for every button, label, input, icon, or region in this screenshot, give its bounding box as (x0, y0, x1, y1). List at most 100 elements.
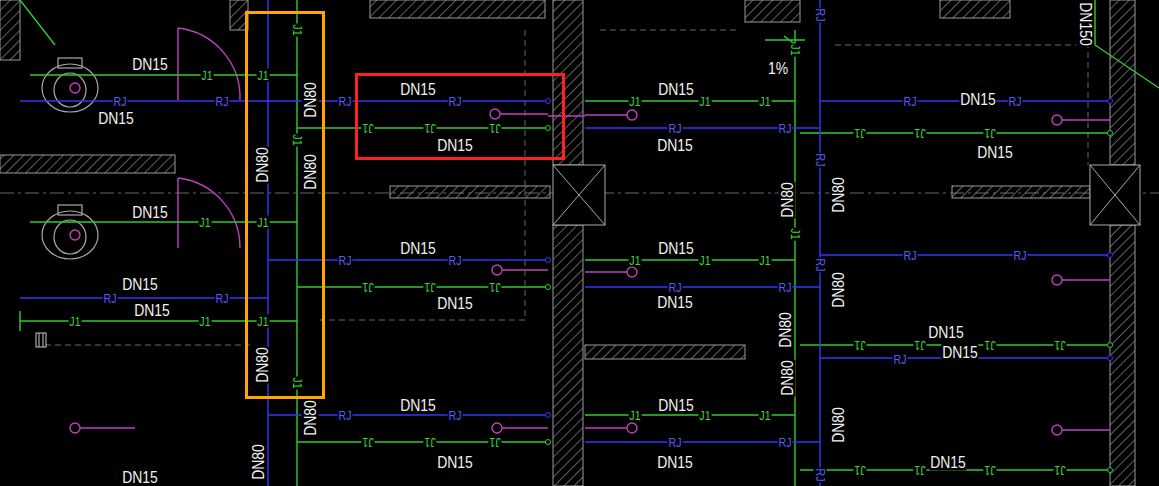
hot-water-tag: RJ (893, 353, 908, 366)
pipe-size: DN15 (959, 91, 996, 108)
cold-water-tag: J1 (291, 377, 304, 390)
cold-water-tag: J1 (424, 436, 437, 449)
cold-water-tag: J1 (984, 127, 997, 140)
pipe-size: DN80 (830, 406, 847, 443)
cold-water-tag: J1 (291, 24, 304, 37)
cold-water-tag: J1 (984, 339, 997, 352)
cold-water-pipe (20, 0, 1159, 486)
pipe-size: DN15 (131, 204, 168, 221)
pipe-size: DN15 (929, 454, 966, 471)
cold-water-tag: J1 (629, 254, 642, 267)
pipe-size: DN15 (941, 344, 978, 361)
pipe-size: DN80 (254, 346, 271, 383)
cold-water-tag: J1 (489, 122, 502, 135)
pipe-size: DN80 (302, 153, 319, 190)
cold-water-tag: J1 (362, 436, 375, 449)
cold-water-tag: J1 (257, 216, 270, 229)
pipe-size: DN80 (302, 399, 319, 436)
hot-water-tag: RJ (903, 95, 918, 108)
pipe-size: DN80 (779, 181, 796, 218)
pipe-size: DN15 (97, 110, 134, 127)
hot-water-tag: RJ (1008, 95, 1023, 108)
cold-water-tag: J1 (362, 281, 375, 294)
hot-water-tag: RJ (814, 468, 827, 483)
cold-water-tag: J1 (629, 95, 642, 108)
hot-water-tag: RJ (448, 254, 463, 267)
wall (0, 0, 1135, 486)
cold-water-tag: J1 (362, 122, 375, 135)
pipe-size: DN15 (436, 295, 473, 312)
cold-water-tag: J1 (984, 464, 997, 477)
pipe-end (546, 126, 1113, 473)
cold-water-tag: J1 (759, 409, 772, 422)
fixture (70, 28, 1110, 435)
pipe-size: DN15 (656, 294, 693, 311)
hot-water-tag: RJ (668, 281, 683, 294)
pipe-end (546, 99, 1113, 418)
hot-water-tag: RJ (215, 95, 230, 108)
hot-water-tag: RJ (903, 249, 918, 262)
cold-water-tag: J1 (854, 339, 867, 352)
hot-water-tag: RJ (814, 258, 827, 273)
pipe-size: DN15 (436, 137, 473, 154)
pipe-size: DN80 (830, 271, 847, 308)
hot-water-tag: RJ (814, 153, 827, 168)
hot-water-tag: RJ (668, 122, 683, 135)
cold-water-tag: J1 (424, 122, 437, 135)
hot-water-tag: RJ (778, 436, 793, 449)
cold-water-tag: J1 (699, 254, 712, 267)
pipe-size: DN15 (131, 56, 168, 73)
pipe-size: DN15 (121, 276, 158, 293)
cold-water-tag: J1 (201, 69, 214, 82)
cold-water-tag: J1 (291, 134, 304, 147)
cold-water-tag: J1 (199, 216, 212, 229)
cold-water-tag: J1 (489, 436, 502, 449)
cold-water-tag: J1 (699, 409, 712, 422)
hot-water-tag: RJ (338, 95, 353, 108)
hot-water-tag: RJ (778, 122, 793, 135)
pipe-size: DN15 (399, 240, 436, 257)
hot-water-tag: RJ (1013, 249, 1028, 262)
pipe-size: DN15 (656, 454, 693, 471)
pipe-size: DN15 (657, 81, 694, 98)
pipe-size: 1% (767, 60, 789, 77)
pipe-size: DN15 (657, 240, 694, 257)
pipe-size: DN15 (656, 137, 693, 154)
pipe-size: DN80 (250, 443, 267, 480)
column-post (553, 165, 1140, 225)
pipe-size: DN80 (779, 359, 796, 396)
pipe-size: DN80 (830, 176, 847, 213)
cold-water-tag: J1 (69, 315, 82, 328)
cold-water-tag: J1 (257, 69, 270, 82)
pipe-size: DN15 (657, 397, 694, 414)
hot-water-tag: RJ (338, 254, 353, 267)
pipe-size: DN15 (121, 469, 158, 486)
cold-water-tag: J1 (699, 95, 712, 108)
cold-water-tag: J1 (629, 409, 642, 422)
cold-water-tag: J1 (789, 44, 802, 57)
cold-water-tag: J1 (424, 281, 437, 294)
hot-water-tag: RJ (338, 409, 353, 422)
pipe-size: DN80 (777, 311, 794, 348)
cold-water-tag: J1 (489, 281, 502, 294)
cold-water-tag: J1 (914, 464, 927, 477)
cold-water-tag: J1 (759, 254, 772, 267)
pipe-size: DN15 (133, 302, 170, 319)
highlight-box-orange: J1J1DN80J1DN80DN80J1J1DN80J1 (245, 11, 325, 399)
cold-water-tag: J1 (789, 228, 802, 241)
cold-water-tag: J1 (1054, 339, 1067, 352)
cold-water-tag: J1 (914, 339, 927, 352)
cold-water-tag: J1 (1054, 464, 1067, 477)
pipe-size: DN15 (927, 324, 964, 341)
hot-water-tag: RJ (113, 95, 128, 108)
cold-water-tag: J1 (257, 315, 270, 328)
pipe-size: DN150 (1077, 1, 1094, 46)
pipe-size: DN15 (976, 144, 1013, 161)
pipe-size: DN15 (399, 397, 436, 414)
pipe-size: DN15 (399, 81, 436, 98)
hot-water-tag: RJ (448, 409, 463, 422)
cold-water-tag: J1 (199, 315, 212, 328)
